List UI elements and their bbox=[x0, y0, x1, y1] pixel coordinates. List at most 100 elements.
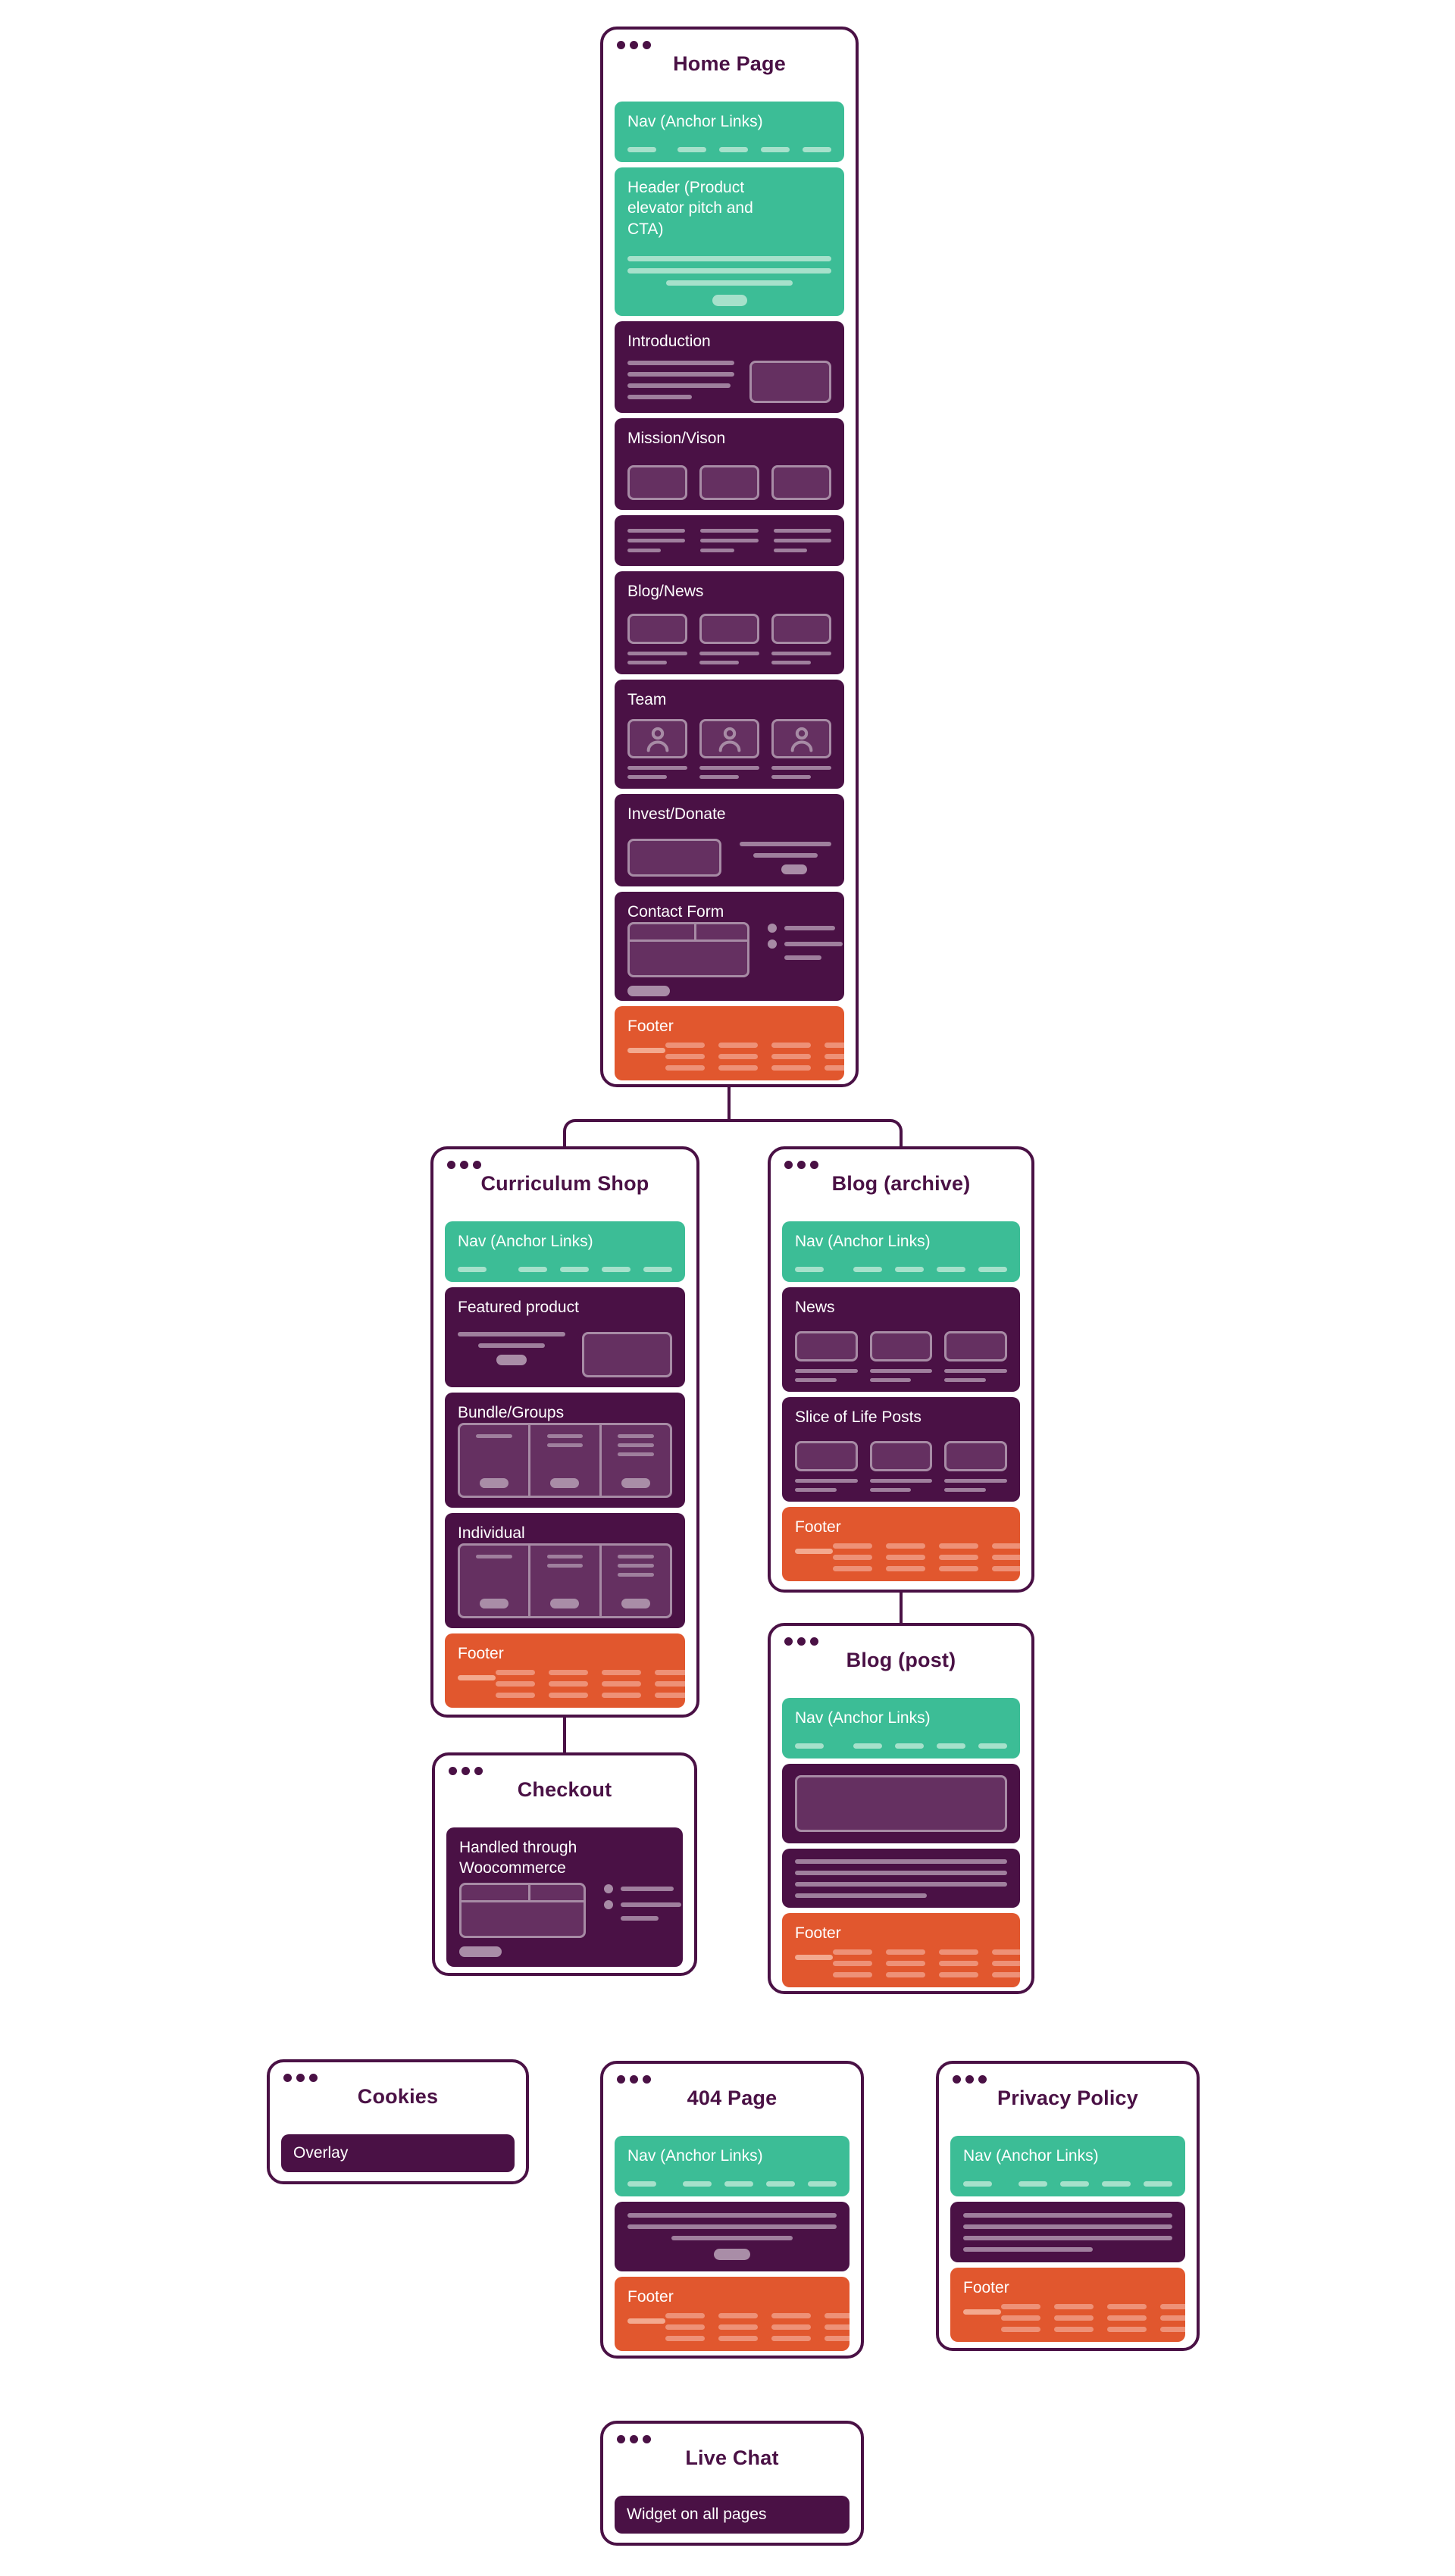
placeholder-pill bbox=[781, 864, 808, 874]
section-label: Nav (Anchor Links) bbox=[963, 2147, 1099, 2165]
placeholder-line bbox=[886, 1543, 925, 1549]
placeholder-line bbox=[833, 1543, 872, 1549]
form-inputs-row bbox=[630, 924, 748, 943]
placeholder-line bbox=[992, 1543, 1020, 1549]
placeholder-line bbox=[1160, 2315, 1185, 2321]
placeholder-box bbox=[627, 719, 687, 758]
card-title: Blog (post) bbox=[846, 1649, 956, 1671]
footer-column bbox=[549, 1670, 588, 1698]
placeholder-box bbox=[795, 1331, 858, 1361]
placeholder-line bbox=[458, 1675, 496, 1680]
placeholder-pill bbox=[621, 1478, 650, 1488]
radio-dot-icon bbox=[603, 1884, 613, 1893]
card-item bbox=[699, 614, 759, 664]
placeholder-line bbox=[803, 147, 831, 152]
card-title: Blog (archive) bbox=[831, 1172, 971, 1195]
section-label: Nav (Anchor Links) bbox=[458, 1233, 593, 1250]
placeholder-line bbox=[1001, 2315, 1040, 2321]
section-label: Team bbox=[627, 691, 667, 708]
window-dots-icon bbox=[617, 41, 651, 49]
placeholder-pill bbox=[621, 1599, 650, 1608]
placeholder-line bbox=[771, 775, 812, 779]
placeholder-line bbox=[627, 395, 692, 399]
section-boxes3: Mission/Vison bbox=[615, 418, 844, 510]
card-sections: Nav (Anchor Links)Footer bbox=[615, 2136, 850, 2351]
section-textcenter bbox=[615, 2202, 850, 2271]
placeholder-line bbox=[963, 2224, 1172, 2229]
nav-links-row bbox=[795, 1267, 1007, 1272]
placeholder-line bbox=[718, 1043, 758, 1048]
placeholder-pill bbox=[712, 295, 747, 306]
placeholder-line bbox=[677, 147, 706, 152]
window-dots-icon bbox=[449, 1767, 483, 1775]
section-label: Overlay bbox=[293, 2144, 349, 2162]
placeholder-box bbox=[795, 1775, 1007, 1832]
placeholder-line bbox=[627, 549, 662, 552]
placeholder-line bbox=[824, 1065, 844, 1071]
placeholder-line bbox=[795, 1479, 858, 1483]
placeholder-line bbox=[620, 1902, 682, 1907]
placeholder-line bbox=[627, 2224, 837, 2229]
placeholder-line bbox=[771, 661, 812, 664]
dot-icon bbox=[784, 1637, 793, 1646]
radio-dot-icon bbox=[768, 924, 778, 933]
placeholder-line bbox=[944, 1479, 1008, 1483]
placeholder-line bbox=[771, 766, 831, 770]
nav-links-group bbox=[518, 1267, 672, 1272]
dot-icon bbox=[643, 2435, 651, 2443]
placeholder-line bbox=[773, 549, 807, 552]
hero-lines bbox=[627, 256, 831, 306]
footer-row bbox=[627, 1043, 844, 1071]
section-label: Footer bbox=[795, 1518, 841, 1536]
placeholder-line bbox=[699, 652, 759, 655]
dot-icon bbox=[810, 1161, 818, 1169]
nav-links-group bbox=[853, 1743, 1007, 1749]
footer-column bbox=[1001, 2304, 1040, 2332]
footer-column bbox=[824, 2313, 850, 2341]
placeholder-line bbox=[824, 2324, 850, 2330]
placeholder-line bbox=[795, 1488, 837, 1492]
invest-row bbox=[627, 839, 831, 877]
section-footer: Footer bbox=[445, 1633, 685, 1708]
placeholder-line bbox=[795, 1881, 1007, 1887]
team-member bbox=[699, 719, 759, 779]
placeholder-line bbox=[886, 1949, 925, 1955]
placeholder-line bbox=[1001, 2327, 1040, 2332]
text-column bbox=[773, 529, 831, 552]
footer-column bbox=[886, 1949, 925, 1977]
footer-column bbox=[496, 1670, 535, 1698]
placeholder-line bbox=[478, 1343, 546, 1348]
placeholder-line bbox=[627, 256, 831, 261]
page-card-blog-post[interactable]: Blog (post)Nav (Anchor Links)Footer bbox=[768, 1623, 1034, 1994]
placeholder-line bbox=[699, 661, 740, 664]
nav-links-row bbox=[627, 147, 831, 152]
placeholder-line bbox=[627, 268, 831, 274]
section-footer: Footer bbox=[615, 1006, 844, 1080]
placeholder-line bbox=[992, 1566, 1020, 1571]
section-label: Introduction bbox=[627, 333, 711, 350]
dot-icon bbox=[473, 1161, 481, 1169]
pricing-cell bbox=[528, 1546, 599, 1616]
section-cards3: Slice of Life Posts bbox=[782, 1397, 1020, 1502]
form-inputs-row bbox=[462, 1885, 584, 1902]
section-footer: Footer bbox=[782, 1913, 1020, 1987]
placeholder-line bbox=[627, 529, 686, 533]
placeholder-line bbox=[1160, 2304, 1185, 2309]
window-dots-icon bbox=[617, 2435, 651, 2443]
footer-row bbox=[795, 1543, 1020, 1571]
footer-column bbox=[886, 1543, 925, 1571]
placeholder-line bbox=[963, 2246, 1094, 2252]
nav-links-row bbox=[458, 1267, 672, 1272]
placeholder-line bbox=[833, 1555, 872, 1560]
section-label: News bbox=[795, 1299, 835, 1316]
dot-icon bbox=[630, 2075, 638, 2084]
